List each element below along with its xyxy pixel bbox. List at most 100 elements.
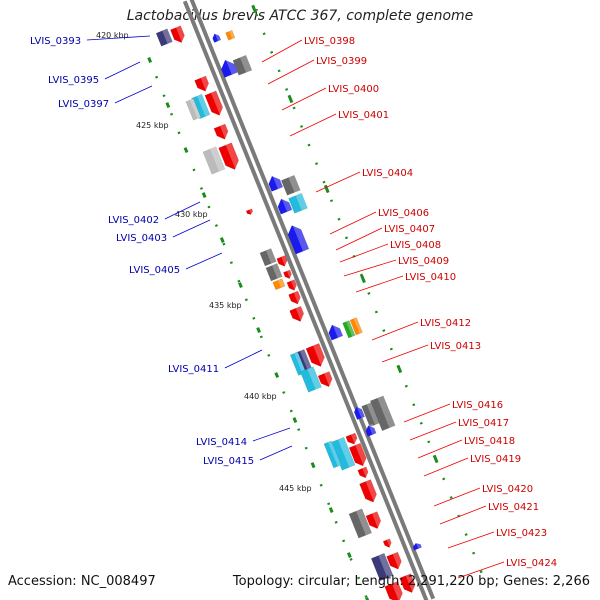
gene-feature[interactable] (276, 196, 293, 215)
minor-tick (292, 417, 298, 424)
gene-feature[interactable] (194, 75, 211, 93)
gene-label-lvis_0420[interactable]: LVIS_0420 (482, 484, 533, 495)
gene-label-lvis_0408[interactable]: LVIS_0408 (390, 240, 441, 251)
gene-label-lvis_0399[interactable]: LVIS_0399 (316, 56, 367, 67)
gene-label-lvis_0414[interactable]: LVIS_0414 (196, 437, 247, 448)
gene-label-lvis_0406[interactable]: LVIS_0406 (378, 208, 429, 219)
leader-line (433, 487, 481, 507)
gene-label-lvis_0412[interactable]: LVIS_0412 (420, 318, 471, 329)
gene-feature[interactable] (202, 146, 226, 175)
gene-label-lvis_0417[interactable]: LVIS_0417 (458, 418, 509, 429)
gene-label-lvis_0418[interactable]: LVIS_0418 (464, 436, 515, 447)
gene-feature[interactable] (245, 208, 254, 216)
gene-feature[interactable] (357, 466, 370, 480)
gene-feature[interactable] (276, 255, 289, 268)
leader-line (439, 505, 487, 525)
gene-label-lvis_0403[interactable]: LVIS_0403 (116, 233, 167, 244)
gene-feature[interactable] (348, 442, 369, 468)
gene-label-lvis_0398[interactable]: LVIS_0398 (304, 36, 355, 47)
gene-label-lvis_0401[interactable]: LVIS_0401 (338, 110, 389, 121)
gene-feature[interactable] (386, 551, 404, 571)
gene-feature[interactable] (286, 279, 299, 292)
gene-feature[interactable] (359, 479, 379, 505)
gene-label-lvis_0395[interactable]: LVIS_0395 (48, 75, 99, 86)
gene-label-lvis_0393[interactable]: LVIS_0393 (30, 36, 81, 47)
gene-feature[interactable] (170, 25, 187, 45)
topology-text: Topology: circular; Length: 2,291,220 bp… (232, 574, 590, 589)
gene-label-lvis_0423[interactable]: LVIS_0423 (496, 528, 547, 539)
gene-label-lvis_0419[interactable]: LVIS_0419 (470, 454, 521, 465)
gene-feature[interactable] (288, 290, 303, 306)
gene-feature[interactable] (204, 90, 225, 118)
gene-feature[interactable] (259, 248, 277, 267)
gene-feature[interactable] (289, 351, 307, 376)
gene-feature[interactable] (283, 269, 293, 280)
leader-line (371, 321, 419, 341)
gene-feature[interactable] (265, 263, 283, 282)
map-title: Lactobacillus brevis ATCC 367, complete … (126, 8, 474, 24)
gene-feature[interactable] (155, 28, 173, 47)
gene-feature[interactable] (412, 541, 423, 551)
gene-label-lvis_0404[interactable]: LVIS_0404 (362, 168, 413, 179)
gene-feature[interactable] (382, 538, 393, 549)
leader-line (281, 87, 327, 111)
gene-feature[interactable] (369, 395, 396, 432)
gene-feature[interactable] (219, 57, 238, 78)
gene-label-lvis_0411[interactable]: LVIS_0411 (168, 364, 219, 375)
gene-feature[interactable] (185, 98, 202, 121)
gene-feature[interactable] (232, 54, 253, 76)
gene-feature[interactable] (399, 573, 418, 595)
leader-line (185, 252, 223, 270)
gene-feature[interactable] (288, 192, 308, 214)
gene-feature[interactable] (323, 440, 342, 469)
accession-text: Accession: NC_008497 (8, 574, 156, 589)
gene-feature[interactable] (299, 366, 322, 393)
gene-feature[interactable] (349, 317, 363, 336)
gene-label-lvis_0424[interactable]: LVIS_0424 (506, 558, 557, 569)
gene-label-lvis_0410[interactable]: LVIS_0410 (405, 272, 456, 283)
gene-feature[interactable] (365, 511, 384, 531)
leader-line (417, 439, 463, 459)
minor-tick (365, 597, 370, 600)
gene-label-lvis_0402[interactable]: LVIS_0402 (108, 215, 159, 226)
gene-label-lvis_0416[interactable]: LVIS_0416 (452, 400, 503, 411)
gene-feature[interactable] (225, 29, 236, 41)
kbp-tick (432, 454, 439, 464)
gene-feature[interactable] (272, 278, 286, 291)
gene-label-lvis_0407[interactable]: LVIS_0407 (384, 224, 435, 235)
leader-line (343, 259, 397, 277)
leader-line (252, 427, 291, 442)
gene-feature[interactable] (317, 371, 335, 389)
gene-label-lvis_0400[interactable]: LVIS_0400 (328, 84, 379, 95)
kbp-label: 430 kbp (175, 210, 208, 219)
gene-feature[interactable] (211, 32, 222, 43)
gene-feature[interactable] (218, 142, 242, 172)
gene-label-lvis_0397[interactable]: LVIS_0397 (58, 99, 109, 110)
gene-label-lvis_0405[interactable]: LVIS_0405 (129, 265, 180, 276)
backbone-strand (182, 0, 429, 600)
gene-label-lvis_0409[interactable]: LVIS_0409 (398, 256, 449, 267)
gene-feature[interactable] (285, 222, 310, 255)
gene-feature[interactable] (305, 343, 328, 369)
gene-feature[interactable] (353, 405, 365, 420)
gene-feature[interactable] (289, 305, 306, 323)
gene-label-lvis_0413[interactable]: LVIS_0413 (430, 341, 481, 352)
kbp-label: 440 kbp (244, 392, 277, 401)
gene-feature[interactable] (213, 123, 231, 141)
gene-label-lvis_0415[interactable]: LVIS_0415 (203, 456, 254, 467)
gene-feature[interactable] (266, 173, 284, 192)
gene-feature[interactable] (364, 423, 377, 437)
gene-feature[interactable] (330, 436, 356, 471)
gene-feature[interactable] (348, 508, 372, 539)
gene-feature[interactable] (191, 93, 211, 120)
gene-feature[interactable] (370, 552, 394, 582)
gene-feature[interactable] (345, 432, 359, 446)
kbp-tick (396, 364, 403, 374)
gene-label-lvis_0421[interactable]: LVIS_0421 (488, 502, 539, 513)
gene-feature[interactable] (342, 320, 356, 339)
leader-line (267, 59, 315, 85)
gene-feature[interactable] (280, 174, 301, 196)
gene-feature[interactable] (384, 581, 406, 600)
gene-feature[interactable] (326, 322, 344, 341)
